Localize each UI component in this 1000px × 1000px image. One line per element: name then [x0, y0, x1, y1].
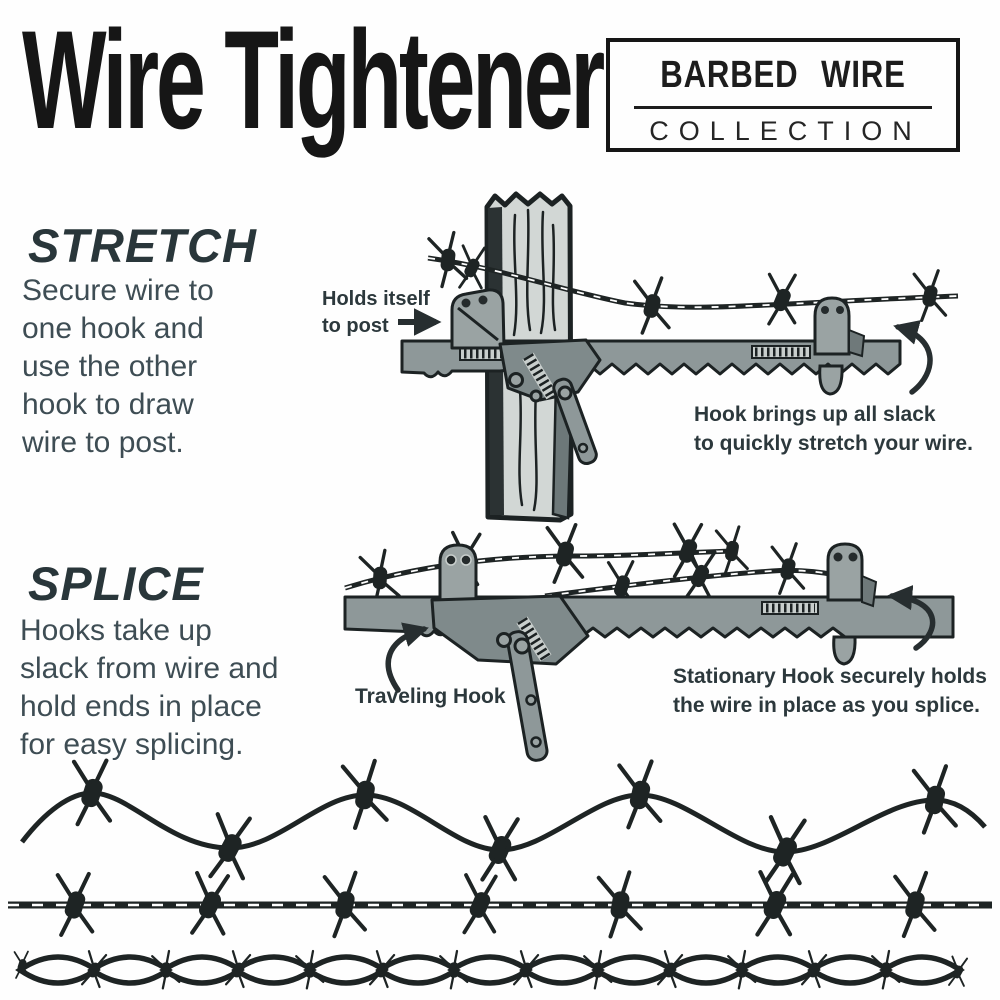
text-line: use the other: [22, 350, 198, 383]
text-line: Hooks take up: [20, 614, 212, 647]
curved-arrow-stretch-icon: [893, 320, 933, 395]
traveling-hook: [430, 543, 590, 762]
stationary-hook: [761, 542, 878, 666]
text-line: wire to post.: [22, 426, 184, 459]
curved-arrow-stationary-icon: [886, 585, 936, 651]
stretch-right-hook: [751, 296, 866, 396]
badge-divider: [634, 106, 932, 109]
text-line: for easy splicing.: [20, 728, 244, 761]
barbed-wire-wave-decor: [20, 760, 987, 886]
curved-arrow-traveling-icon: [385, 622, 429, 693]
text-line: Hook brings up all slack: [694, 403, 936, 426]
text-line: the wire in place as you splice.: [673, 694, 980, 717]
callout-stationary-hook: Stationary Hook securely holds the wire …: [673, 662, 987, 720]
barbed-wire-line-decor: [8, 871, 992, 938]
text-line: slack from wire and: [20, 652, 279, 685]
callout-hook-slack: Hook brings up all slack to quickly stre…: [694, 400, 973, 458]
callout-holds-itself: Holds itself to post: [322, 286, 430, 340]
stretch-heading: STRETCH: [28, 219, 257, 272]
badge-top-label: BARBED WIRE: [660, 54, 906, 96]
text-line: to quickly stretch your wire.: [694, 432, 973, 455]
page-title: Wire Tightener: [22, 1, 605, 158]
barbed-wire-loop-decor: [13, 949, 970, 990]
text-line: Stationary Hook securely holds: [673, 665, 987, 688]
collection-badge: BARBED WIRE COLLECTION: [606, 38, 960, 152]
splice-body: Hooks take up slack from wire and hold e…: [20, 612, 278, 764]
text-line: Traveling Hook: [355, 685, 506, 708]
text-line: Secure wire to: [22, 274, 214, 307]
text-line: hold ends in place: [20, 690, 262, 723]
badge-bottom-label: COLLECTION: [649, 116, 922, 146]
splice-heading: SPLICE: [28, 557, 204, 610]
text-line: one hook and: [22, 312, 204, 345]
stretch-illustration: [398, 191, 959, 523]
stretch-body: Secure wire to one hook and use the othe…: [22, 272, 214, 462]
stretch-clamp: [450, 288, 602, 466]
text-line: to post: [322, 315, 389, 337]
text-line: hook to draw: [22, 388, 194, 421]
callout-traveling-hook: Traveling Hook: [355, 682, 506, 711]
splice-illustration: [343, 521, 955, 762]
splice-wire-strands: [344, 521, 851, 611]
text-line: Holds itself: [322, 288, 430, 310]
